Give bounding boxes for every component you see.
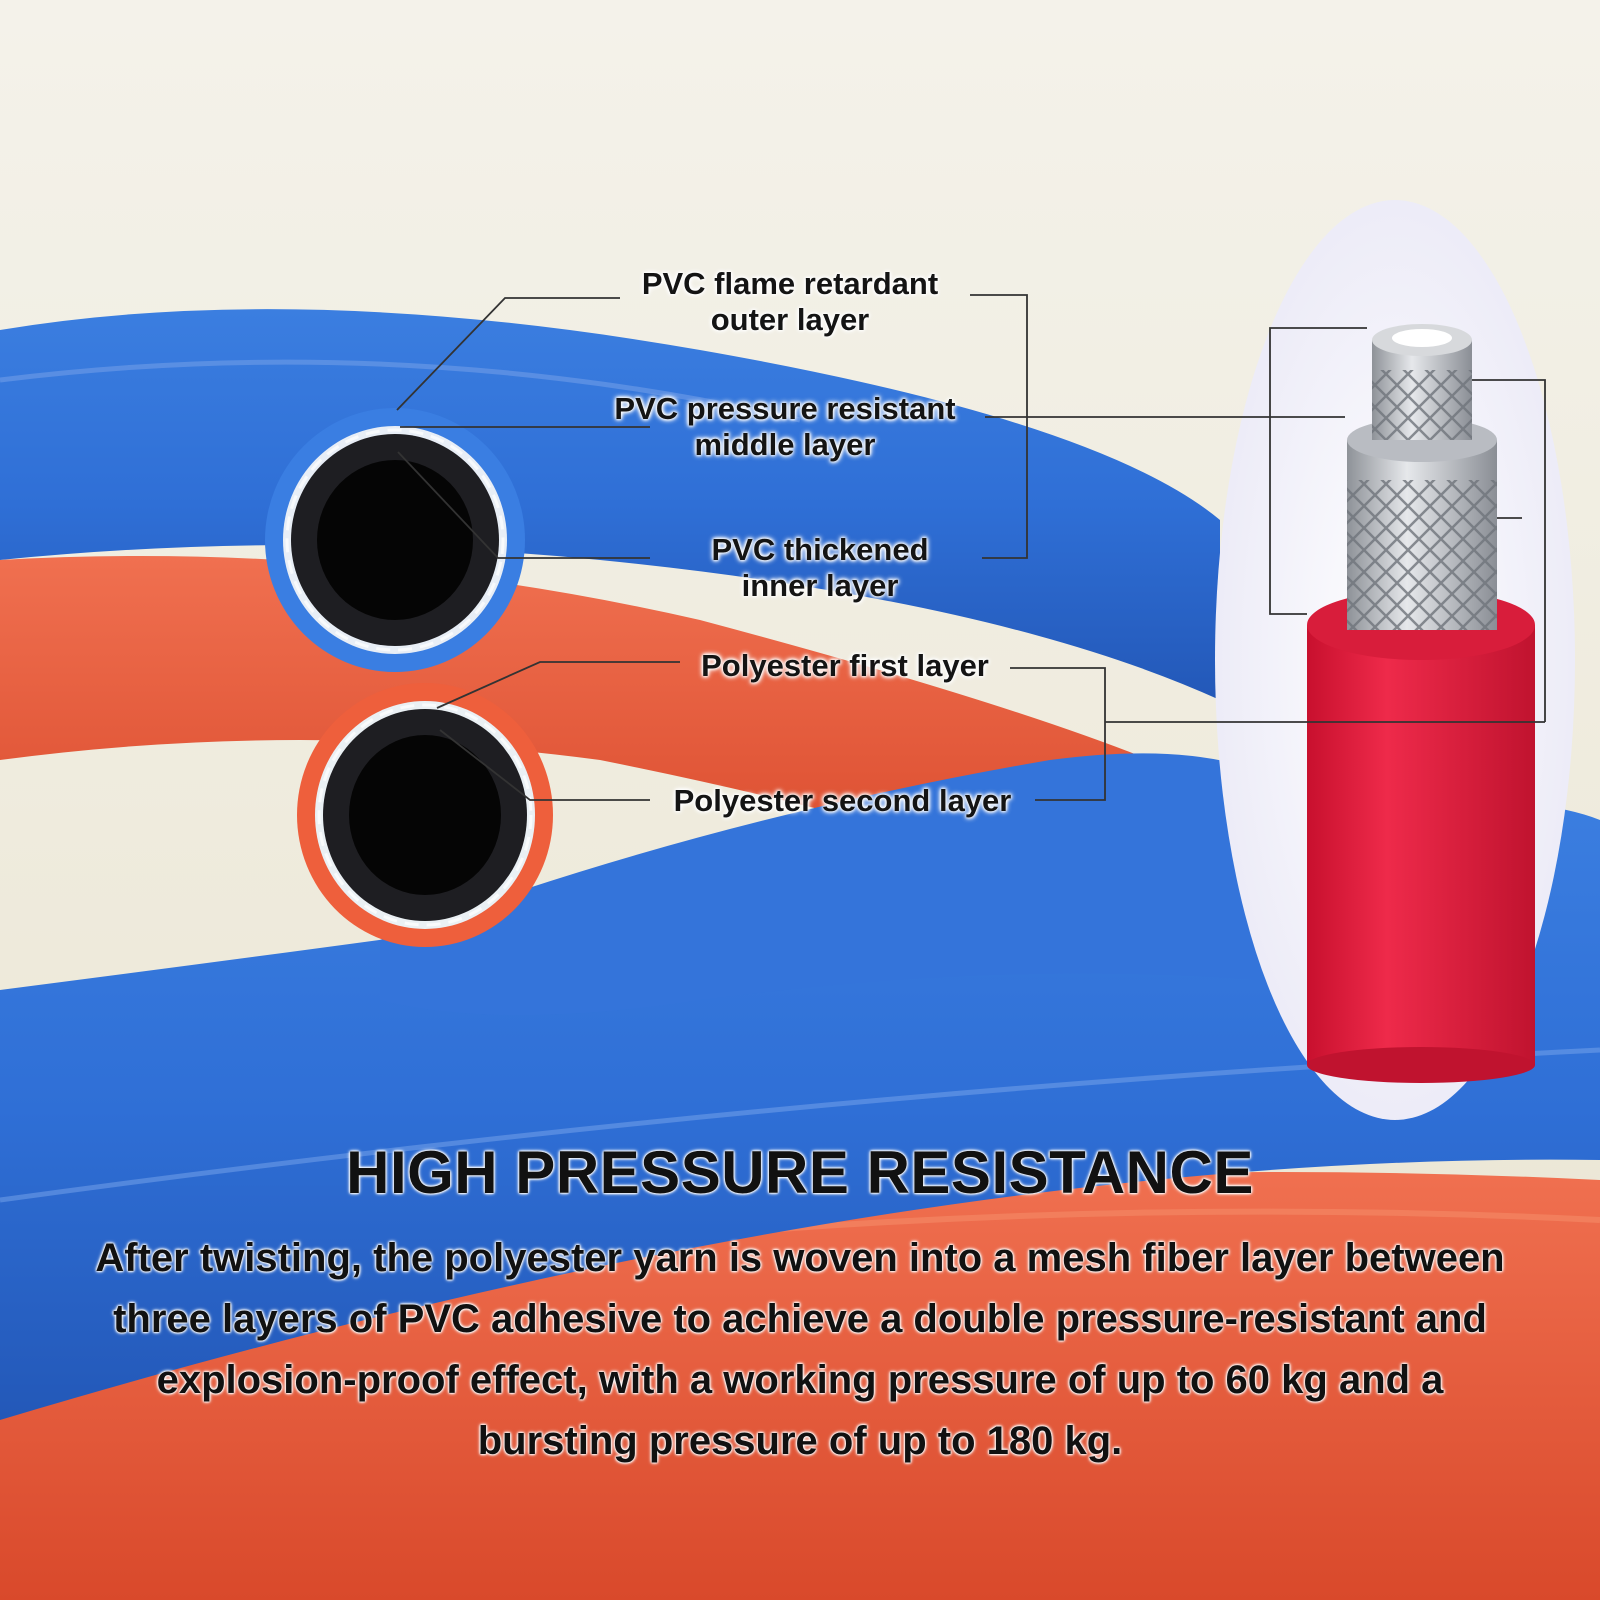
callout-inner-layer-line2: inner layer bbox=[741, 568, 899, 603]
callout-outer-layer-line2: outer layer bbox=[710, 302, 870, 337]
callout-middle-layer-line2: middle layer bbox=[694, 427, 876, 462]
callout-polyester-second-layer-line1: Polyester second layer bbox=[673, 783, 1012, 818]
callout-middle-layer: PVC pressure resistant middle layer bbox=[585, 391, 985, 463]
callout-outer-layer: PVC flame retardant outer layer bbox=[610, 266, 970, 338]
callout-inner-layer-line1: PVC thickened bbox=[711, 532, 929, 567]
headline: HIGH PRESSURE RESISTANCE bbox=[346, 1139, 1254, 1206]
description: After twisting, the polyester yarn is wo… bbox=[95, 1236, 1505, 1463]
callout-polyester-first-layer: Polyester first layer bbox=[675, 648, 1015, 684]
callout-middle-layer-line1: PVC pressure resistant bbox=[614, 391, 956, 426]
callout-inner-layer: PVC thickened inner layer bbox=[660, 532, 980, 604]
callout-polyester-second-layer: Polyester second layer bbox=[645, 783, 1040, 819]
callout-polyester-first-layer-line1: Polyester first layer bbox=[701, 648, 989, 683]
callout-outer-layer-line1: PVC flame retardant bbox=[641, 266, 939, 301]
